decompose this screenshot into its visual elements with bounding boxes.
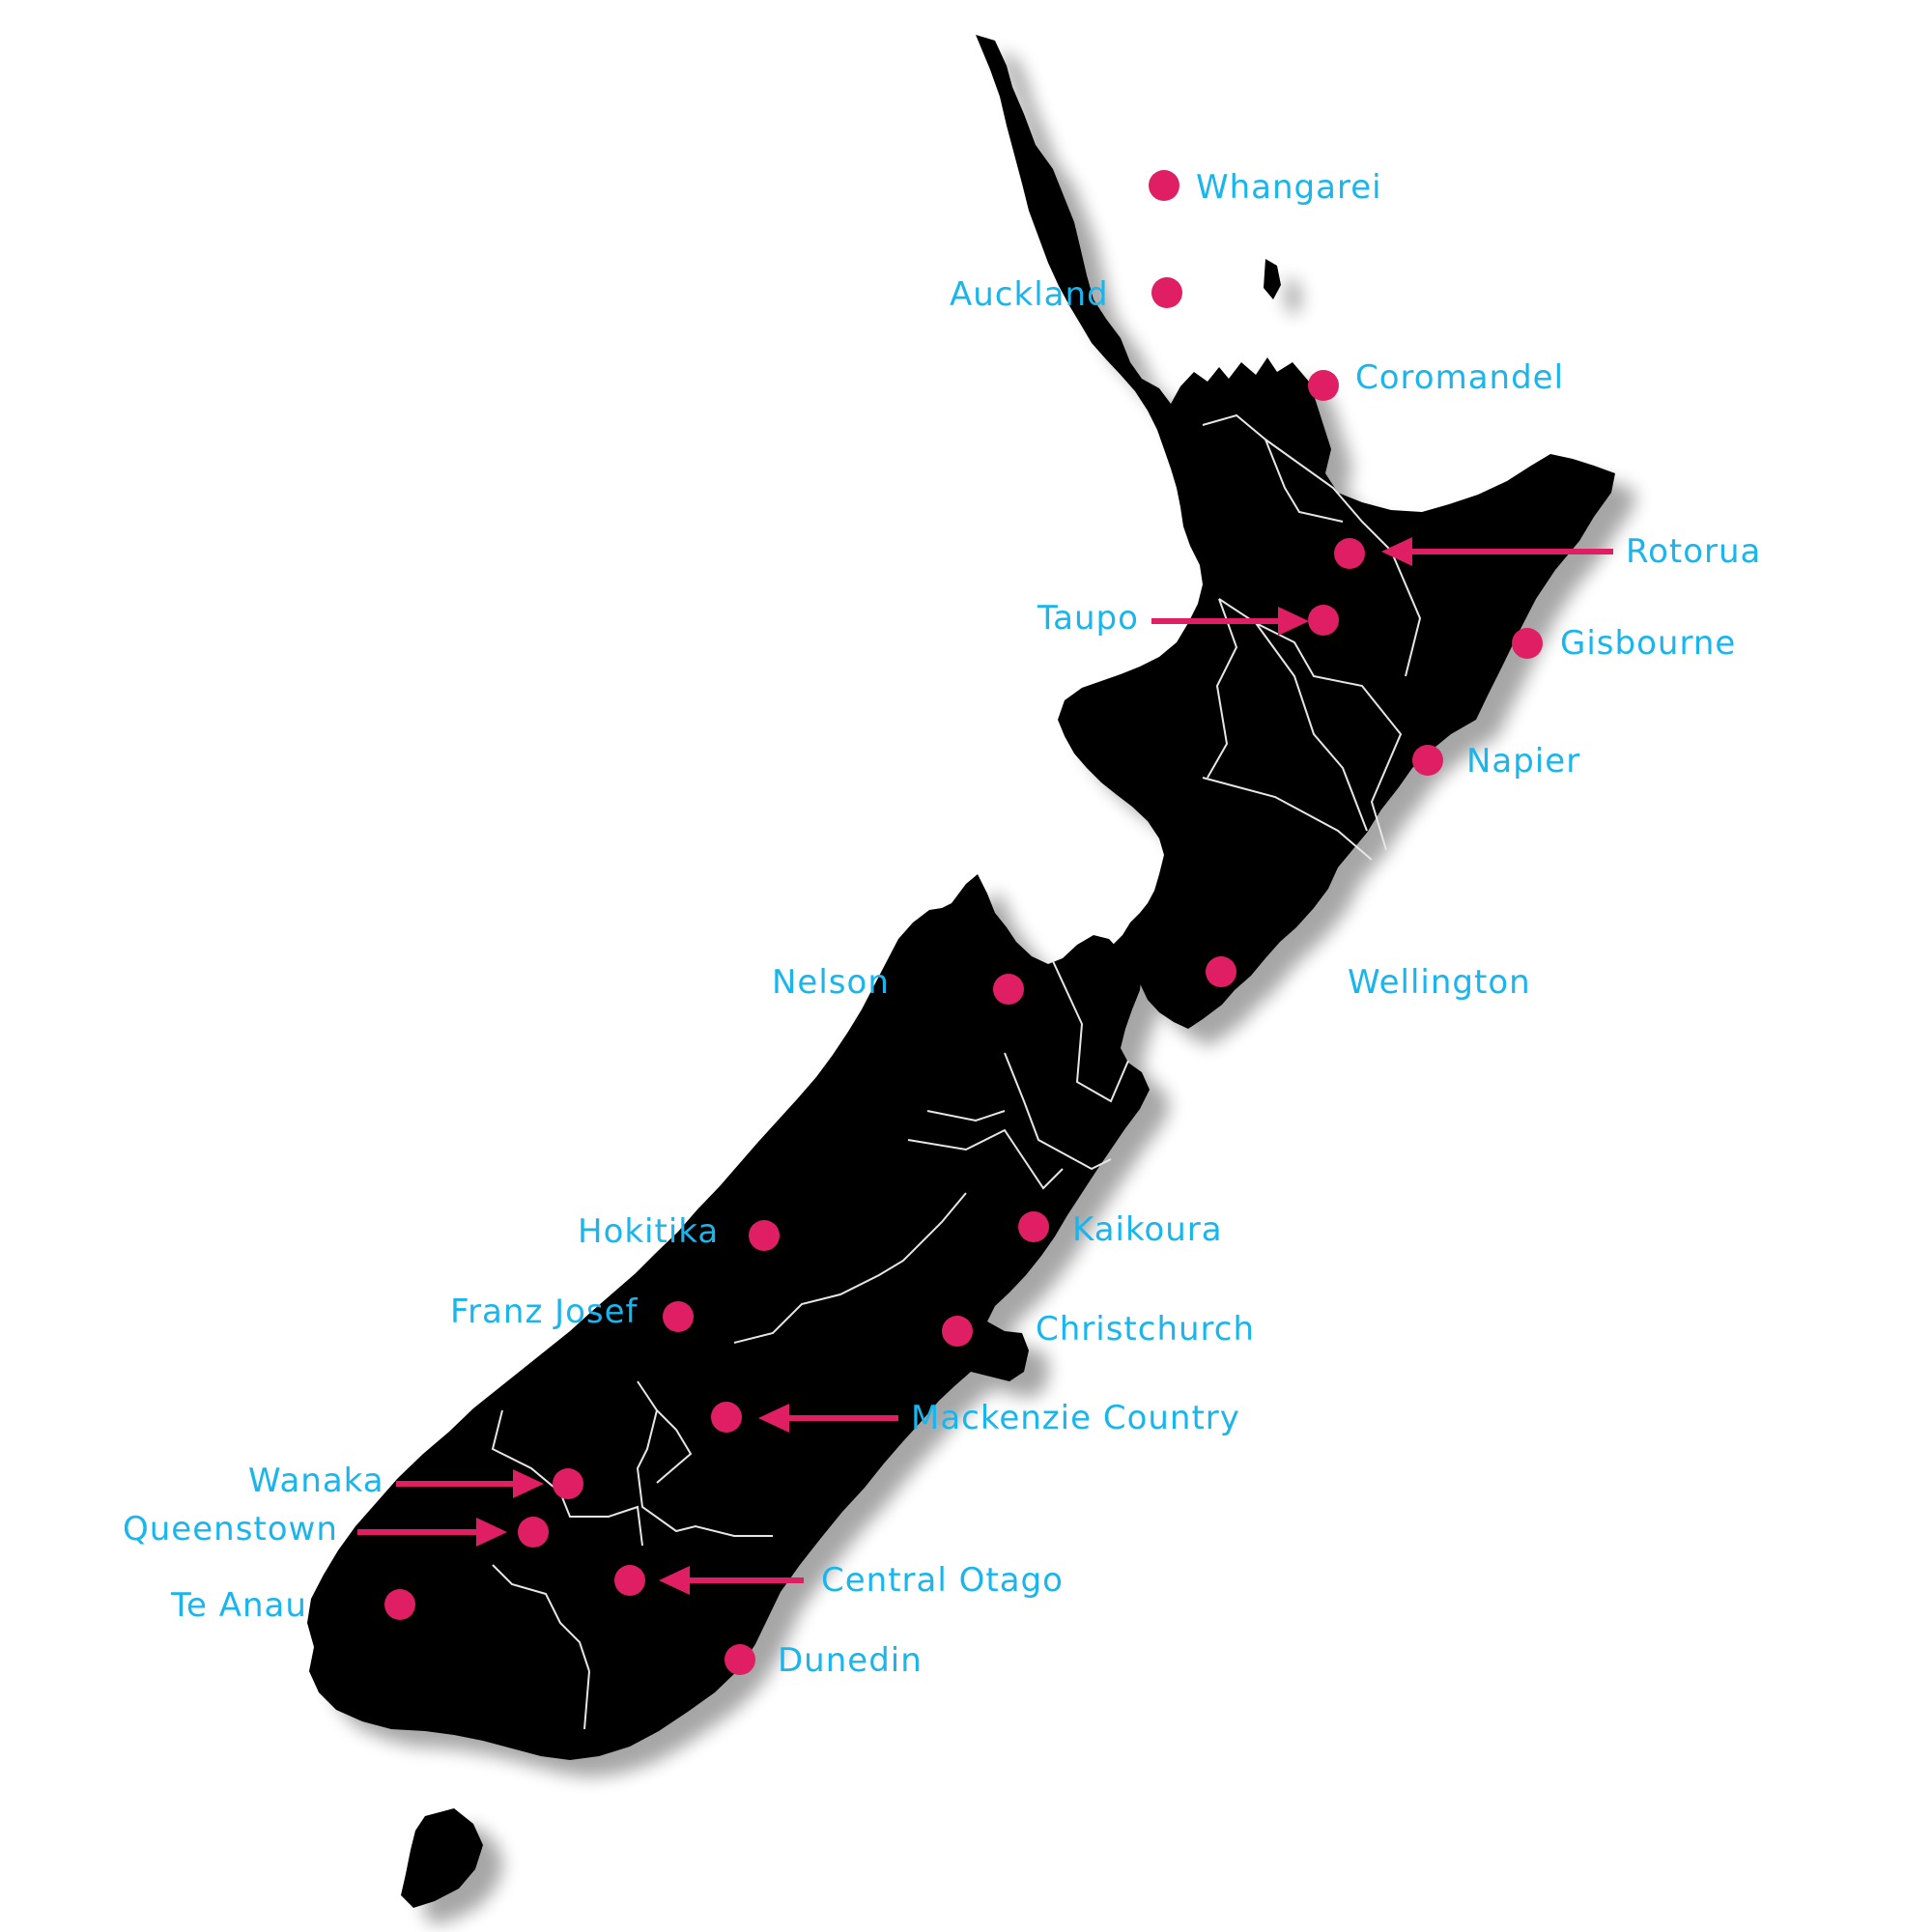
label-mackenzie-country: Mackenzie Country	[911, 1399, 1240, 1437]
label-wellington: Wellington	[1348, 963, 1531, 1002]
marker-hokitika[interactable]	[749, 1220, 780, 1251]
south-island	[307, 874, 1150, 1760]
marker-central-otago[interactable]	[614, 1565, 645, 1596]
arrow-pointer-icon	[396, 1469, 544, 1498]
arrow-pointer-icon	[1381, 537, 1613, 566]
label-dunedin: Dunedin	[778, 1641, 923, 1680]
marker-dunedin[interactable]	[724, 1644, 755, 1675]
label-gisbourne: Gisbourne	[1560, 624, 1736, 663]
label-whangarei: Whangarei	[1196, 168, 1382, 207]
label-taupo: Taupo	[1037, 599, 1139, 638]
marker-te-anau[interactable]	[384, 1589, 415, 1620]
marker-coromandel[interactable]	[1308, 370, 1339, 401]
marker-queenstown[interactable]	[518, 1517, 549, 1548]
marker-gisbourne[interactable]	[1512, 628, 1543, 659]
arrow-pointer-icon	[357, 1518, 507, 1547]
marker-whangarei[interactable]	[1149, 170, 1179, 201]
arrow-pointer-icon	[758, 1404, 898, 1433]
arrow-pointer-icon	[1151, 607, 1309, 636]
label-te-anau: Te Anau	[170, 1586, 307, 1625]
marker-mackenzie-country[interactable]	[711, 1402, 742, 1433]
marker-christchurch[interactable]	[942, 1316, 973, 1347]
marker-taupo[interactable]	[1308, 605, 1339, 636]
marker-kaikoura[interactable]	[1018, 1211, 1049, 1242]
north-island	[976, 35, 1615, 1029]
label-central-otago: Central Otago	[821, 1561, 1064, 1600]
arrow-pointer-icon	[659, 1566, 804, 1595]
label-rotorua: Rotorua	[1626, 532, 1761, 571]
label-auckland: Auckland	[950, 275, 1109, 314]
label-queenstown: Queenstown	[123, 1510, 338, 1548]
marker-franz-josef[interactable]	[663, 1301, 694, 1332]
label-hokitika: Hokitika	[578, 1212, 719, 1251]
region-borders	[491, 413, 1422, 1730]
label-franz-josef: Franz Josef	[450, 1293, 639, 1331]
stewart-island	[401, 1808, 483, 1908]
label-coromandel: Coromandel	[1355, 358, 1564, 397]
marker-rotorua[interactable]	[1334, 538, 1365, 569]
marker-wellington[interactable]	[1206, 956, 1236, 987]
label-kaikoura: Kaikoura	[1072, 1210, 1223, 1249]
great-barrier-island	[1264, 259, 1281, 299]
label-wanaka: Wanaka	[248, 1462, 384, 1500]
marker-napier[interactable]	[1412, 745, 1443, 776]
label-nelson: Nelson	[772, 963, 890, 1002]
marker-auckland[interactable]	[1151, 277, 1182, 308]
label-napier: Napier	[1466, 742, 1580, 781]
label-christchurch: Christchurch	[1036, 1310, 1255, 1349]
marker-wanaka[interactable]	[553, 1468, 583, 1499]
marker-nelson[interactable]	[993, 974, 1024, 1005]
